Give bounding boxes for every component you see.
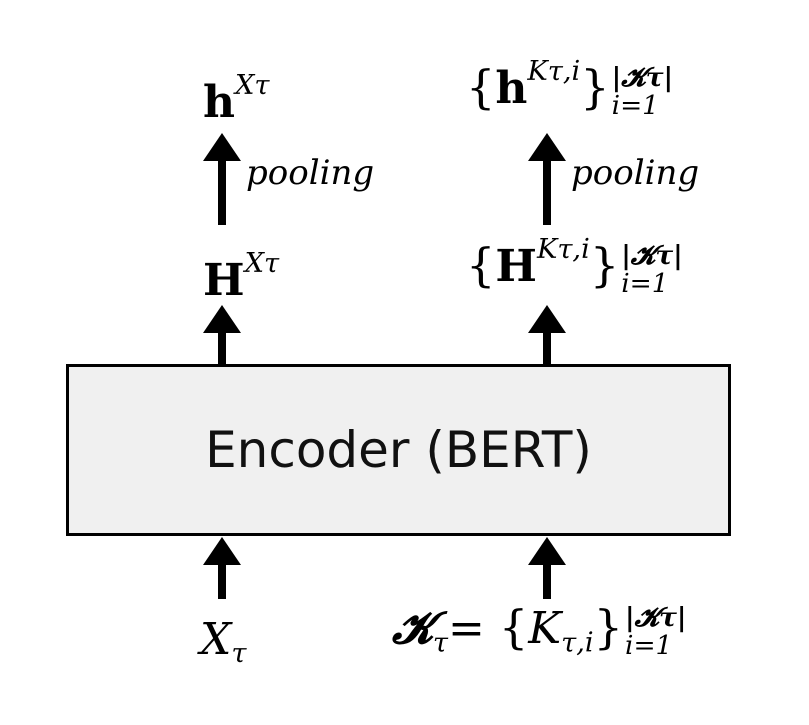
k-set-symbol: 𝓚 (392, 603, 433, 655)
H-x-tau-label: HXτ (203, 250, 279, 303)
k-element-symbol: K (528, 603, 562, 655)
right-encoder-output-arrow (528, 305, 566, 365)
x-tau-superscript: Xτ (244, 248, 280, 279)
x-tau-superscript: Xτ (235, 70, 270, 101)
h-symbol: h (495, 63, 528, 115)
tau-i-subscript: τ,i (561, 627, 594, 659)
H-symbol: H (495, 241, 537, 293)
equals-sign: = (447, 603, 485, 655)
limit-lower: i=1 (611, 89, 659, 121)
k-tau-i-superscript: Kτ,i (527, 56, 581, 87)
limit-upper: |𝓚τ| (621, 239, 683, 271)
h-symbol: h (203, 77, 235, 129)
brace-open: { (498, 600, 529, 655)
brace-close: } (580, 60, 610, 115)
limit-upper: |𝓚τ| (625, 602, 687, 633)
limit-lower: i=1 (625, 629, 673, 661)
k-tau-i-superscript: Kτ,i (536, 234, 590, 265)
h-x-tau-label: hXτ (203, 72, 270, 125)
left-pooling-arrow (203, 133, 241, 225)
right-input-arrow (528, 537, 566, 599)
left-encoder-output-arrow (203, 305, 241, 365)
H-symbol: H (203, 255, 245, 307)
limit-lower: i=1 (621, 267, 669, 299)
brace-close: } (589, 238, 620, 293)
x-tau-input-label: Xτ (200, 618, 247, 670)
right-pooling-arrow (528, 133, 566, 225)
left-input-arrow (203, 537, 241, 599)
h-k-set-label: {hKτ,i}|𝓚τ|i=1 (466, 58, 673, 119)
k-set-definition: 𝓚τ= {Kτ,i}|𝓚τ|i=1 (392, 604, 686, 659)
right-pooling-label: pooling (571, 153, 700, 193)
encoder-label: Encoder (BERT) (205, 421, 592, 479)
brace-open: { (466, 238, 496, 293)
limit-upper: |𝓚τ| (611, 61, 674, 93)
brace-close: } (593, 600, 623, 655)
H-k-set-label: {HKτ,i}|𝓚τ|i=1 (466, 236, 683, 297)
tau-subscript: τ (432, 627, 448, 659)
tau-subscript: τ (231, 638, 247, 670)
brace-open: { (466, 60, 496, 115)
encoder-box: Encoder (BERT) (66, 364, 731, 536)
left-pooling-label: pooling (246, 153, 375, 193)
x-symbol: X (200, 614, 232, 665)
